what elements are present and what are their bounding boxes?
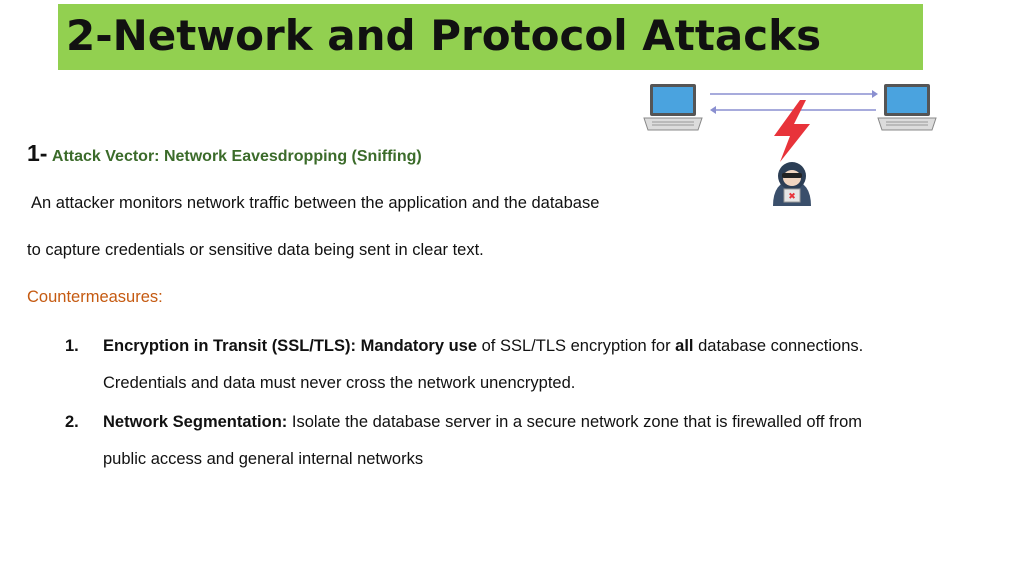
list-item-text: of SSL/TLS encryption for (477, 337, 676, 355)
eavesdropping-illustration: ✖ (640, 78, 950, 213)
laptop-icon (643, 84, 703, 131)
title-banner: 2-Network and Protocol Attacks (58, 4, 923, 70)
countermeasures-list: 1. Encryption in Transit (SSL/TLS): Mand… (65, 328, 905, 480)
section-number: 1- (27, 140, 48, 166)
laptop-icon (877, 84, 937, 131)
description-line-2: to capture credentials or sensitive data… (27, 241, 484, 259)
list-item-bold: all (675, 337, 694, 355)
page-title: 2-Network and Protocol Attacks (66, 11, 822, 60)
list-item: 1. Encryption in Transit (SSL/TLS): Mand… (65, 328, 905, 402)
list-item-number: 2. (65, 413, 79, 431)
attack-vector-title: Attack Vector: Network Eavesdropping (Sn… (51, 148, 422, 165)
description-line-1: An attacker monitors network traffic bet… (31, 194, 600, 212)
countermeasures-label: Countermeasures: (27, 288, 163, 306)
list-item-bold: Encryption in Transit (SSL/TLS): Mandato… (103, 337, 478, 355)
attack-vector-heading: 1- Attack Vector: Network Eavesdropping … (27, 140, 422, 167)
lightning-icon (774, 100, 810, 162)
svg-text:✖: ✖ (788, 192, 796, 202)
arrow-right-icon (710, 90, 878, 98)
eavesdropping-diagram: ✖ (643, 84, 937, 206)
list-item-text: database connections. Credentials and da… (103, 337, 864, 392)
list-item-bold: Network Segmentation: (103, 413, 288, 431)
hacker-icon: ✖ (773, 162, 811, 206)
list-item-number: 1. (65, 337, 79, 355)
list-item-text: Isolate the database server in a secure … (103, 413, 863, 468)
list-item: 2. Network Segmentation: Isolate the dat… (65, 404, 905, 478)
